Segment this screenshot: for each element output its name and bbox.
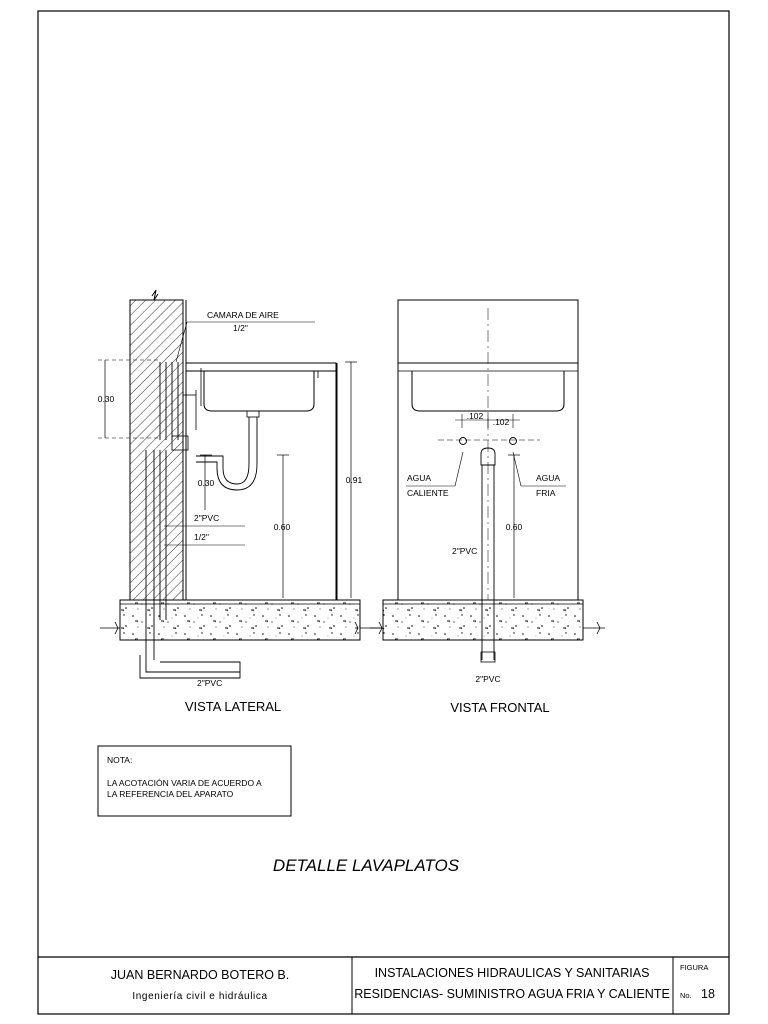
agua-caliente-line2: CALIENTE	[407, 488, 449, 498]
vista-frontal-label: VISTA FRONTAL	[450, 700, 549, 715]
camara-aire-size: 1/2"	[233, 323, 248, 333]
dim-060-lateral-label: 0.60	[274, 522, 291, 532]
dim-030-upper-label: 0.30	[98, 394, 115, 404]
frontal-view: .102 .102 AGUA CALIENTE AGUA FRIA 0.60 2…	[370, 299, 605, 715]
lateral-half-inch-label: 1/2"	[194, 532, 209, 542]
dim-102-right: .102	[493, 417, 510, 427]
hot-water-outlet	[459, 437, 467, 445]
wall-break-mark	[151, 289, 159, 301]
author-name: JUAN BERNARDO BOTERO B.	[111, 968, 290, 982]
agua-fria-line2: FRIA	[536, 488, 556, 498]
lateral-pvc-bottom-label: 2"PVC	[197, 678, 222, 688]
agua-caliente-line1: AGUA	[407, 473, 431, 483]
dim-091: 0.91	[345, 361, 363, 598]
project-line-2: RESIDENCIAS- SUMINISTRO AGUA FRIA Y CALI…	[354, 987, 670, 1001]
figure-label: FIGURA	[680, 963, 708, 972]
note-heading: NOTA:	[107, 755, 132, 765]
dim-091-label: 0.91	[346, 475, 363, 485]
sink-bowl-lateral	[203, 371, 315, 412]
lateral-view: 0.30 0.30 0.91 0.60 CAMARA DE AIRE 1/2" …	[98, 289, 380, 714]
drain-pipe-lateral	[145, 450, 167, 660]
agua-fria-line1: AGUA	[536, 473, 560, 483]
note-box: NOTA: LA ACOTACIÓN VARIA DE ACUERDO A LA…	[97, 745, 292, 817]
lateral-pvc-upper-label: 2"PVC	[194, 513, 219, 523]
dim-030-lower-label: 0.30	[198, 478, 215, 488]
counter-top-lateral	[185, 362, 337, 372]
title-block: JUAN BERNARDO BOTERO B. Ingeniería civil…	[38, 956, 729, 1014]
dim-060-lateral: 0.60	[274, 454, 291, 598]
project-line-1: INSTALACIONES HIDRAULICAS Y SANITARIAS	[375, 966, 650, 980]
figure-number: 18	[701, 987, 715, 1001]
note-line-1: LA ACOTACIÓN VARIA DE ACUERDO A	[107, 778, 262, 788]
cold-water-outlet	[509, 437, 517, 445]
frontal-pvc-bottom-label: 2"PVC	[475, 674, 500, 684]
floor-slab-lateral	[119, 599, 361, 641]
floor-slab-frontal	[382, 599, 584, 641]
number-label: No.	[680, 991, 692, 1000]
sink-bowl-frontal	[411, 371, 565, 412]
frontal-pvc-mid-label: 2"PVC	[452, 546, 477, 556]
note-line-2: LA REFERENCIA DEL APARATO	[107, 789, 234, 799]
sheet-border	[37, 10, 730, 1015]
dim-030-upper: 0.30	[98, 359, 160, 439]
vista-lateral-label: VISTA LATERAL	[185, 699, 281, 714]
camara-aire-label: CAMARA DE AIRE	[207, 310, 279, 320]
author-subtitle: Ingeniería civil e hidráulica	[132, 991, 267, 1002]
dim-102-left: .102	[467, 411, 484, 421]
drawing-title: DETALLE LAVAPLATOS	[273, 856, 460, 875]
dim-030-lower: 0.30	[198, 454, 215, 510]
dim-060-frontal-label: 0.60	[506, 522, 523, 532]
